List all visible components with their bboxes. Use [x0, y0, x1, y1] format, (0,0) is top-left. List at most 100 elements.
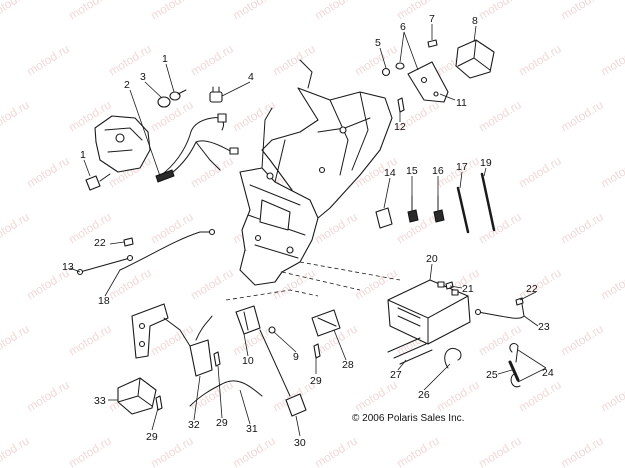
watermark-text: motod.ru — [106, 266, 154, 303]
watermark-text: motod.ru — [148, 98, 196, 135]
callout-12: 12 — [394, 121, 406, 133]
wire-harness — [155, 113, 239, 183]
watermark-text: motod.ru — [352, 378, 400, 415]
bar-25 — [508, 360, 520, 382]
rectifier-10 — [235, 305, 261, 335]
watermark-text: motod.ru — [0, 98, 32, 135]
watermark-text: motod.ru — [230, 434, 278, 468]
pad-27 — [387, 337, 433, 365]
watermark-text: motod.ru — [394, 434, 442, 468]
callout-29: 29 — [216, 417, 228, 429]
watermark-text: motod.ru — [598, 42, 625, 79]
battery — [387, 279, 471, 345]
watermark-text: motod.ru — [516, 378, 564, 415]
watermark-text: motod.ru — [434, 378, 482, 415]
clip-16 — [433, 195, 445, 223]
watermark-text: motod.ru — [558, 98, 606, 135]
cable-tie-19 — [480, 172, 496, 232]
cable-13 — [76, 254, 134, 276]
headlight-housing — [94, 115, 151, 173]
watermark-text: motod.ru — [352, 266, 400, 303]
relay-28 — [311, 309, 341, 337]
watermark-text: motod.ru — [230, 0, 278, 23]
callout-3: 3 — [140, 71, 146, 83]
bulb-socket — [85, 173, 111, 191]
callout-22: 22 — [94, 237, 106, 249]
callout-18: 18 — [98, 295, 110, 307]
callout-13: 13 — [62, 261, 74, 273]
relay-module — [455, 39, 495, 79]
watermark-text: motod.ru — [312, 0, 360, 23]
watermark-text: motod.ru — [476, 98, 524, 135]
callout-19: 19 — [480, 157, 492, 169]
watermark-text: motod.ru — [188, 266, 236, 303]
callout-5: 5 — [375, 37, 381, 49]
callout-28: 28 — [342, 359, 354, 371]
callout-22: 22 — [526, 283, 538, 295]
watermark-text: motod.ru — [558, 322, 606, 359]
callout-23: 23 — [538, 321, 550, 333]
hook-24 — [509, 343, 521, 388]
callout-1: 1 — [162, 53, 168, 65]
callout-29: 29 — [146, 431, 158, 443]
bolt-22-left — [123, 237, 134, 247]
watermark-text: motod.ru — [66, 210, 114, 247]
callout-4: 4 — [248, 71, 254, 83]
watermark-text: motod.ru — [476, 210, 524, 247]
watermark-text: motod.ru — [230, 98, 278, 135]
watermark-text: motod.ru — [476, 0, 524, 23]
callout-30: 30 — [294, 437, 306, 449]
leader-lines — [69, 24, 547, 437]
callout-14: 14 — [384, 167, 396, 179]
watermark-text: motod.ru — [558, 434, 606, 468]
callout-1: 1 — [80, 149, 86, 161]
watermark-text: motod.ru — [516, 266, 564, 303]
watermark-text: motod.ru — [598, 154, 625, 191]
watermark-text: motod.ru — [312, 434, 360, 468]
watermark-text: motod.ru — [0, 210, 32, 247]
callout-31: 31 — [246, 423, 258, 435]
callout-7: 7 — [429, 13, 435, 25]
watermark-text: motod.ru — [476, 322, 524, 359]
callout-21: 21 — [462, 283, 474, 295]
callout-11: 11 — [456, 97, 467, 109]
callout-15: 15 — [406, 165, 418, 177]
cdi-bracket — [131, 303, 191, 359]
callout-6: 6 — [400, 21, 406, 33]
watermark-text: motod.ru — [0, 0, 32, 23]
clip-15 — [407, 195, 419, 223]
bulb-ring — [157, 89, 187, 108]
cable-18 — [119, 228, 216, 271]
watermark-text: motod.ru — [148, 322, 196, 359]
callout-20: 20 — [426, 253, 438, 265]
wire-31 — [189, 380, 263, 407]
screw-29-left — [155, 395, 163, 411]
watermark-text: motod.ru — [148, 210, 196, 247]
watermark-text: motod.ru — [270, 42, 318, 79]
callout-33: 33 — [94, 395, 106, 407]
watermark-text: motod.ru — [188, 42, 236, 79]
callout-25: 25 — [486, 369, 498, 381]
cable-tie-17 — [456, 186, 470, 234]
watermark-text: motod.ru — [66, 434, 114, 468]
callout-9: 9 — [293, 351, 299, 363]
watermark-text: motod.ru — [598, 378, 625, 415]
callout-17: 17 — [456, 161, 468, 173]
nut-9 — [268, 326, 276, 334]
watermark-text: motod.ru — [148, 0, 196, 23]
watermark-text: motod.ru — [0, 322, 32, 359]
nut-5 — [381, 67, 391, 77]
callout-32: 32 — [188, 419, 200, 431]
watermark-text: motod.ru — [24, 154, 72, 191]
sensor-30 — [259, 329, 307, 417]
callout-2: 2 — [124, 79, 130, 91]
mounting-bracket — [407, 61, 449, 103]
callout-16: 16 — [432, 165, 444, 177]
screw-29-right — [313, 343, 321, 359]
watermark-text: motod.ru — [558, 0, 606, 23]
callout-24: 24 — [542, 367, 554, 379]
watermark-text: motod.ru — [516, 154, 564, 191]
switch-connector — [209, 86, 223, 103]
cdi-unit-33 — [117, 377, 157, 415]
